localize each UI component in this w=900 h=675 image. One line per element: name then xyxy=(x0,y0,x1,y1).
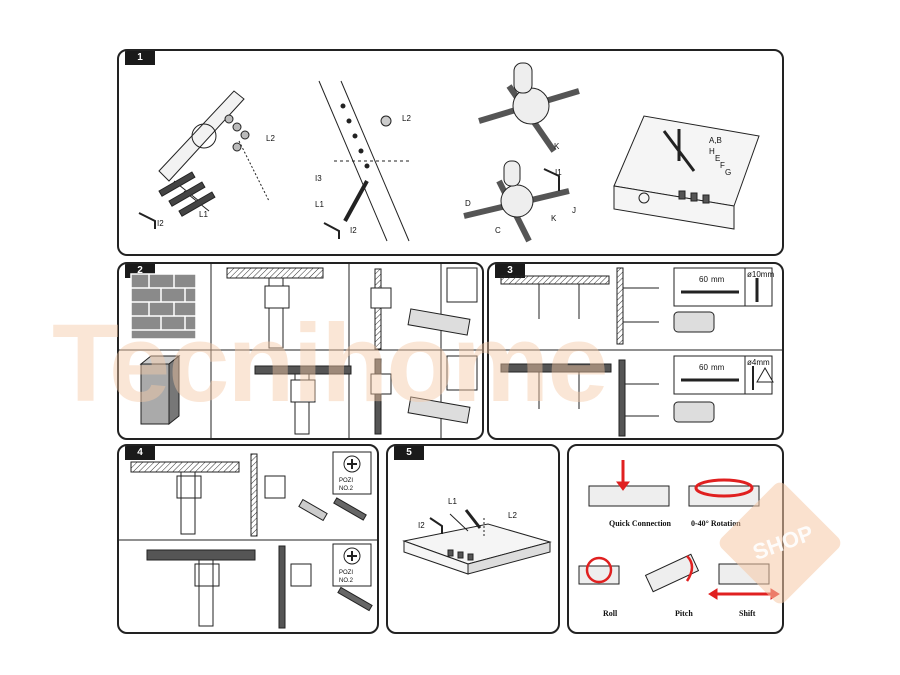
part-label-i1: I1 xyxy=(555,168,562,177)
part-label-i3: I3 xyxy=(315,174,322,183)
level-tool-drawings xyxy=(407,267,478,424)
shift-label: Shift xyxy=(739,609,756,618)
wood-block-drawing xyxy=(139,354,181,426)
screwdriver-box-2 xyxy=(332,543,372,587)
step-2-illustration xyxy=(119,264,482,438)
part-label-i2-b: I2 xyxy=(350,226,357,235)
cross-mount-top-drawing xyxy=(478,62,580,153)
rail-drawing xyxy=(318,80,410,242)
drill-diameter-1: ø10mm xyxy=(747,270,774,279)
drill-depth-unit-2: mm xyxy=(711,363,725,372)
part-label-f: F xyxy=(720,161,725,170)
part-label-e: E xyxy=(715,154,720,163)
roll-drawing xyxy=(578,556,620,585)
part-label-l2: L2 xyxy=(266,134,275,143)
drill-diameter-2: ø4mm xyxy=(747,358,770,367)
brick-wall-drawing xyxy=(130,273,197,340)
pitch-drawing xyxy=(644,553,700,593)
step-number: 4 xyxy=(125,446,155,460)
cross-mount-bottom-drawing xyxy=(463,160,570,243)
projector-top-drawing xyxy=(402,509,552,575)
rotation-label: 0-40° Rotation xyxy=(691,519,741,528)
step-5-illustration: L1 L2 I2 xyxy=(402,497,552,575)
step-1-panel: 1 L2 L1 I2 L2 xyxy=(117,49,784,256)
part-label-c: C xyxy=(495,226,501,235)
part-label-l1-c: L1 xyxy=(448,497,457,506)
part-label-g: G xyxy=(725,168,731,177)
part-label-l2-b: L2 xyxy=(402,114,411,123)
part-label-d: D xyxy=(465,199,471,208)
drill-depth-2: 60 xyxy=(699,363,708,372)
step-4-illustration: POZI NO.2 POZI NO.2 xyxy=(119,451,377,629)
step-number: 3 xyxy=(495,264,525,278)
part-label-h: H xyxy=(709,147,715,156)
step-number: 5 xyxy=(394,446,424,460)
screwdriver-size-2: NO.2 xyxy=(339,578,354,584)
part-label-l1-b: L1 xyxy=(315,200,324,209)
screwdriver-size-1: NO.2 xyxy=(339,486,354,492)
part-label-k: K xyxy=(554,142,560,151)
drill-depth-unit-1: mm xyxy=(711,275,725,284)
ceiling-bracket-drawings xyxy=(226,267,392,435)
step-1-illustration: L2 L1 I2 L2 I3 L1 I2 K xyxy=(138,62,760,243)
drill-depth-1: 60 xyxy=(699,275,708,284)
screwdriver-type-2: POZI xyxy=(339,570,353,576)
step-3-panel: 3 60 mm ø10mm xyxy=(487,262,784,440)
projector-drawing xyxy=(613,115,760,230)
drill-spec-box-1 xyxy=(673,267,773,307)
step-4-panel: 4 POZI NO.2 xyxy=(117,444,379,634)
quick-connection-drawing xyxy=(588,460,670,507)
part-label-ab: A,B xyxy=(709,136,722,145)
part-label-k-b: K xyxy=(551,214,557,223)
rotation-drawing xyxy=(688,478,760,507)
drill-tool-drawings xyxy=(673,311,715,423)
pitch-label: Pitch xyxy=(675,609,693,618)
ceiling-plate-drawing xyxy=(138,90,270,229)
part-label-j: J xyxy=(572,206,576,215)
drill-spec-box-2 xyxy=(673,355,774,395)
screwdriver-box-1 xyxy=(332,451,372,495)
part-label-l2-c: L2 xyxy=(508,511,517,520)
part-label-l1: L1 xyxy=(199,210,208,219)
part-label-i2: I2 xyxy=(157,219,164,228)
adjustment-illustration: Quick Connection 0-40° Rotation Roll Pit… xyxy=(578,460,780,618)
step-2-panel: 2 xyxy=(117,262,484,440)
roll-label: Roll xyxy=(603,609,618,618)
step-3-illustration: 60 mm ø10mm 60 mm ø4mm xyxy=(489,267,782,437)
adjustment-panel: Quick Connection 0-40° Rotation Roll Pit… xyxy=(567,444,784,634)
step-5-panel: 5 L1 L2 I2 xyxy=(386,444,560,634)
part-label-i2-c: I2 xyxy=(418,521,425,530)
step-number: 1 xyxy=(125,51,155,65)
shift-drawing xyxy=(708,563,780,600)
quick-connection-label: Quick Connection xyxy=(609,519,672,528)
screwdriver-type-1: POZI xyxy=(339,478,353,484)
anchor-screw-drawings xyxy=(298,497,373,612)
